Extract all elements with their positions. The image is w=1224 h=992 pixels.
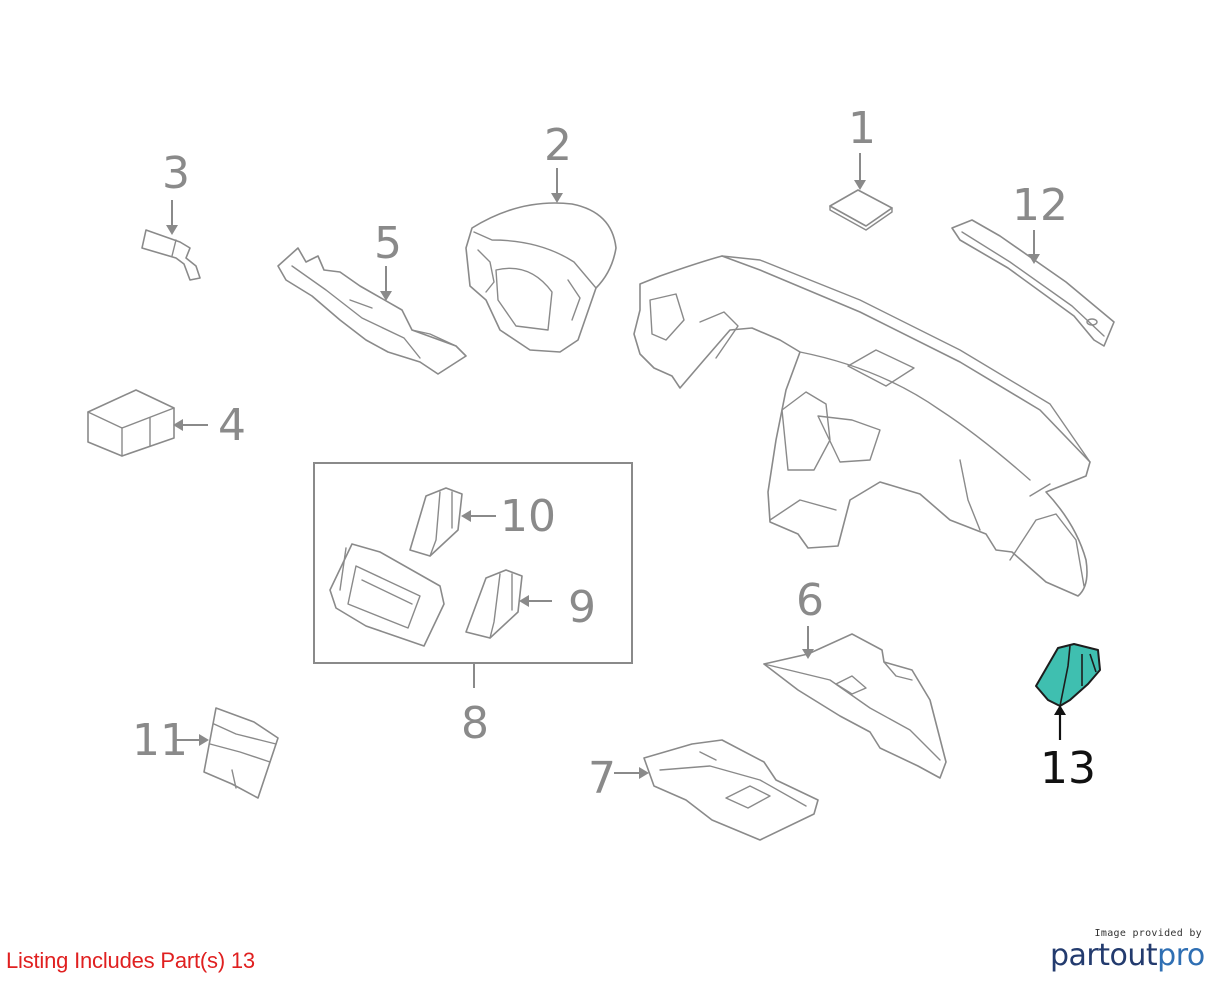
part-8-center-bezel <box>329 543 445 647</box>
part-3-bracket <box>141 229 201 281</box>
part-12-trim-strip <box>951 219 1115 347</box>
callout-8: 8 <box>461 698 489 749</box>
callout-3: 3 <box>162 148 190 199</box>
part-13-highlighted-vent <box>1035 643 1101 707</box>
listing-note: Listing Includes Part(s) 13 <box>6 948 255 973</box>
callout-7: 7 <box>588 753 616 804</box>
part-9-air-vent <box>465 569 523 639</box>
callout-13: 13 <box>1040 743 1096 794</box>
callout-5: 5 <box>374 218 402 269</box>
callout-10: 10 <box>500 491 556 542</box>
callout-9: 9 <box>568 582 596 633</box>
callout-4: 4 <box>218 400 246 451</box>
callout-2: 2 <box>544 120 572 171</box>
part-4-module-box <box>87 389 175 457</box>
callout-12: 12 <box>1012 180 1068 231</box>
partoutpro-logo: partoutpro <box>1050 938 1210 973</box>
callout-6: 6 <box>796 575 824 626</box>
part-11-foam-pad <box>203 707 279 799</box>
credit-line: Image provided by <box>1094 928 1202 939</box>
part-6-lower-panel <box>763 633 947 779</box>
part-5-duct-bracket <box>277 247 467 375</box>
logo-text-part1: partout <box>1050 938 1158 973</box>
part-1-pad <box>829 189 893 231</box>
part-2-cluster-hood <box>465 202 617 353</box>
part-7-under-cover <box>643 739 819 841</box>
callout-1: 1 <box>848 103 876 154</box>
main-instrument-panel <box>633 255 1091 597</box>
part-10-air-vent <box>409 487 463 557</box>
callout-11: 11 <box>132 715 188 766</box>
provider-credit: Image provided by partoutpro <box>1050 928 1210 973</box>
logo-text-part2: pro <box>1157 938 1205 973</box>
